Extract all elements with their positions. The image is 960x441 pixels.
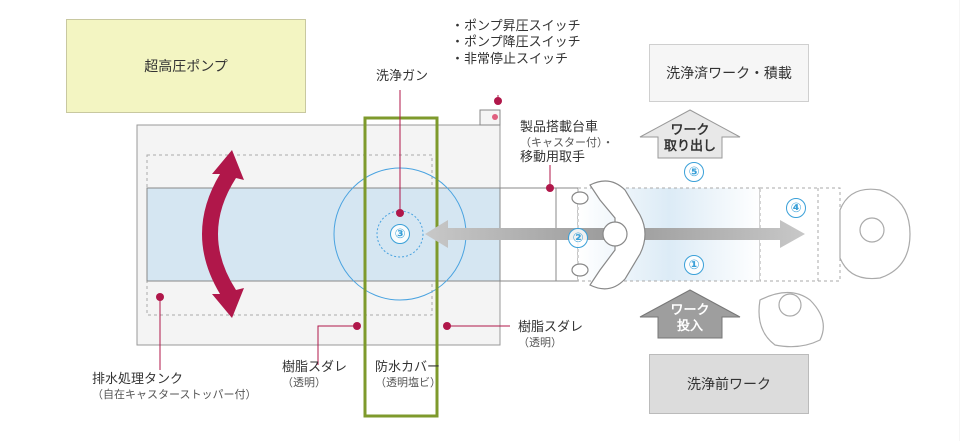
slat-right-label: 樹脂スダレ （透明） [518, 320, 584, 350]
cart-label: 製品搭載台車 （キャスター付）・ 移動用取手 [520, 120, 614, 165]
switches-label: ・ポンプ昇圧スイッチ ・ポンプ降圧スイッチ ・非常停止スイッチ [451, 19, 581, 67]
pre-work-box: 洗浄前ワーク [649, 354, 809, 414]
operator-left [571, 180, 646, 290]
washed-work-box: 洗浄済ワーク・積載 [649, 44, 809, 102]
pump-box: 超高圧ポンプ [66, 19, 306, 113]
cover-label: 防水カバー （透明塩ビ） [375, 360, 441, 390]
switch-button [492, 114, 498, 120]
pump-label: 超高圧ポンプ [144, 59, 228, 75]
gun-label: 洗浄ガン [376, 69, 429, 84]
step-1: ① [684, 255, 704, 275]
step-2: ② [568, 228, 588, 248]
step-5: ⑤ [684, 162, 704, 182]
rotation-arrow [202, 150, 244, 318]
slat-left-label: 樹脂スダレ （透明） [282, 360, 348, 390]
drain-tank-label: 排水処理タンク （自在キャスターストッパー付） [92, 372, 257, 402]
waterproof-cover [363, 116, 439, 418]
work-in-label: ワーク 投入 [670, 303, 710, 335]
operator-bottom [758, 291, 824, 348]
switch-box [479, 109, 501, 126]
operator-right [839, 188, 911, 280]
work-out-label: ワーク 取り出し [663, 123, 716, 155]
step-4: ④ [786, 198, 806, 218]
step-3: ③ [390, 224, 410, 244]
work-in-arrow [639, 289, 741, 339]
work-out-arrow [639, 109, 741, 159]
spray-range-inner [376, 210, 424, 258]
